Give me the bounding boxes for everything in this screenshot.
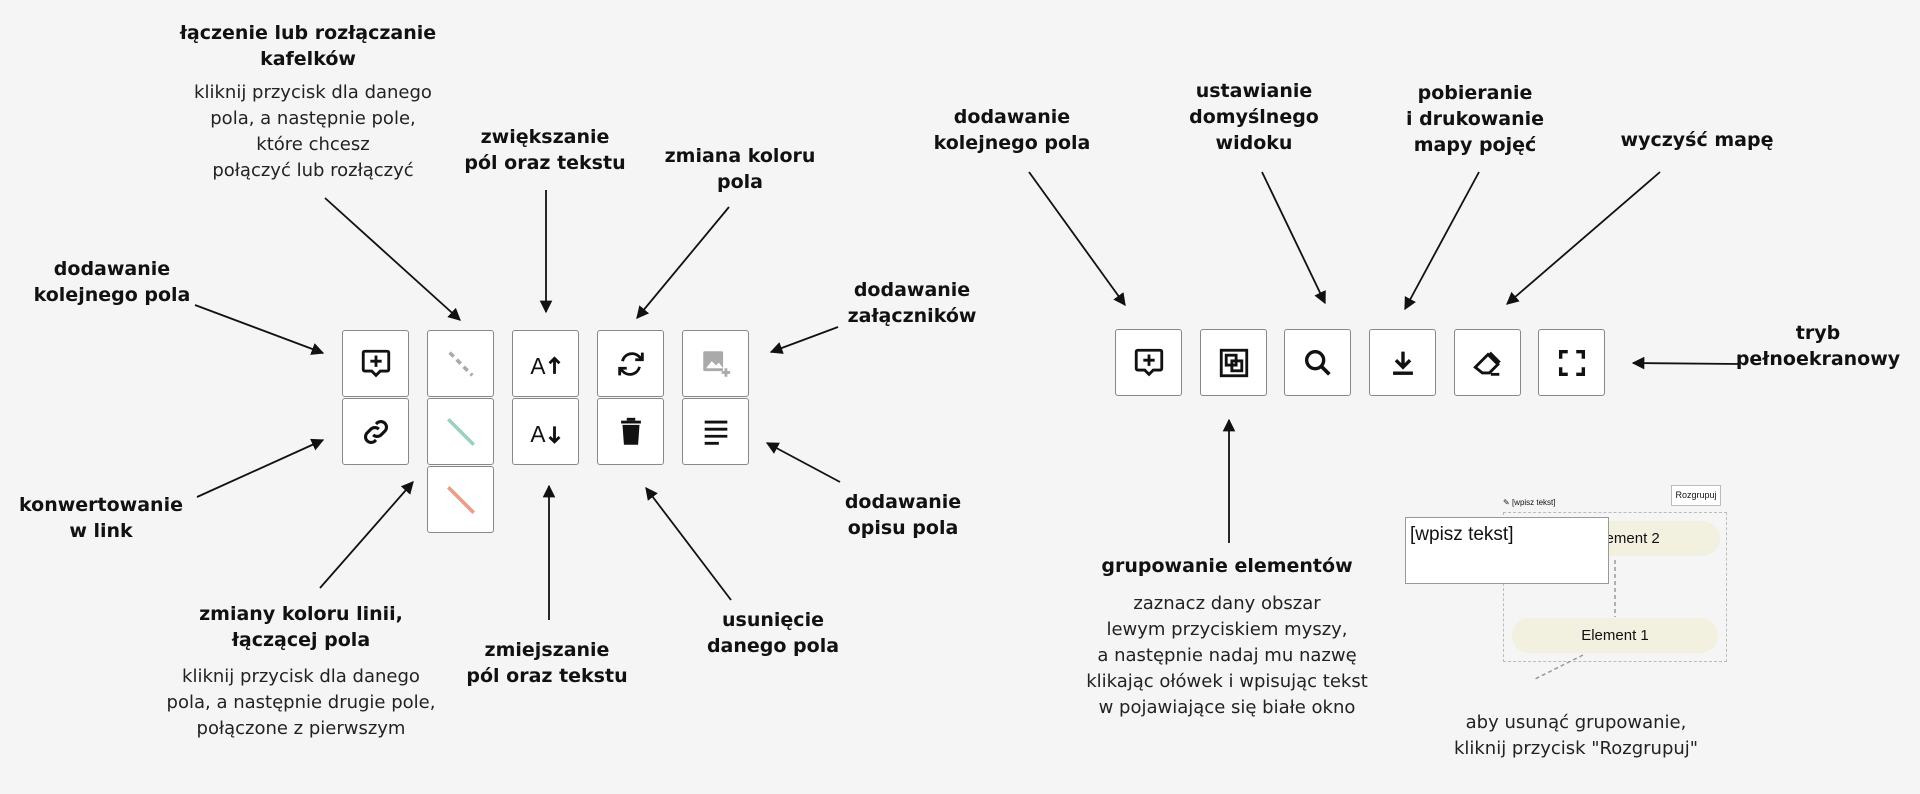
add-description-button[interactable]	[682, 398, 749, 465]
group-button[interactable]	[1200, 329, 1267, 396]
add-field-right-button[interactable]	[1115, 329, 1182, 396]
label-shrink: zmiejszanie pól oraz tekstu	[466, 639, 628, 687]
salmon-line-icon	[446, 485, 475, 514]
label-join-tiles: łączenie lub rozłączanie kafelków	[179, 22, 437, 70]
text-increase-icon: A	[530, 352, 560, 378]
fullscreen-button[interactable]	[1538, 329, 1605, 396]
desc-grouping: zaznacz dany obszar lewym przyciskiem my…	[1086, 593, 1368, 718]
add-field-button[interactable]	[342, 330, 409, 397]
fullscreen-icon	[1558, 349, 1585, 376]
text-lines-icon	[704, 420, 727, 445]
convert-link-button[interactable]	[342, 398, 409, 465]
group-area	[1503, 512, 1727, 662]
label-clear-map: wyczyść mapę	[1620, 129, 1774, 151]
label-color-change: zmiana koloru pola	[664, 145, 816, 193]
label-convert-link: konwertowanie w link	[19, 494, 183, 542]
group-name-label[interactable]: ✎ [wpisz tekst]	[1503, 498, 1556, 507]
label-fullscreen: tryb pełnoekranowy	[1735, 322, 1901, 370]
eraser-icon	[1472, 351, 1501, 376]
desc-join-tiles: kliknij przycisk dla danego pola, a nast…	[194, 82, 432, 181]
search-icon	[1304, 349, 1331, 376]
enlarge-button[interactable]: A	[512, 330, 579, 397]
add-attachment-button[interactable]	[682, 330, 749, 397]
text-decrease-icon: A	[530, 420, 560, 446]
label-default-view: ustawianie domyślnego widoku	[1189, 80, 1319, 154]
color-change-button[interactable]	[597, 330, 664, 397]
line-color-teal-button[interactable]	[427, 398, 494, 465]
line-color-salmon-button[interactable]	[427, 466, 494, 533]
element-1-node[interactable]: Element 1	[1512, 618, 1718, 653]
dashed-line-icon	[447, 350, 474, 377]
label-delete: usunięcie danego pola	[706, 609, 840, 657]
default-view-button[interactable]	[1284, 329, 1351, 396]
add-field-icon	[1134, 348, 1163, 376]
desc-line-color: kliknij przycisk dla danego pola, a nast…	[166, 666, 436, 739]
trash-icon	[620, 417, 641, 445]
clear-map-button[interactable]	[1454, 329, 1521, 396]
desc-ungroup: aby usunąć grupowanie, kliknij przycisk …	[1453, 712, 1699, 759]
group-icon	[1219, 348, 1248, 377]
join-tiles-button[interactable]	[427, 330, 494, 397]
label-grouping: grupowanie elementów	[1101, 555, 1353, 577]
svg-text:A: A	[530, 420, 546, 446]
add-image-icon	[702, 350, 730, 377]
label-enlarge: zwiększanie pól oraz tekstu	[464, 126, 626, 174]
svg-text:A: A	[530, 352, 546, 378]
download-button[interactable]	[1369, 329, 1436, 396]
group-name-textbox[interactable]: [wpisz tekst]	[1405, 517, 1609, 584]
teal-line-icon	[446, 417, 475, 446]
label-add-field-right: dodawanie kolejnego pola	[933, 106, 1091, 154]
add-field-icon	[361, 349, 390, 377]
link-icon	[363, 419, 388, 444]
label-description: dodawanie opisu pola	[844, 491, 962, 539]
label-attachments: dodawanie załączników	[847, 279, 977, 327]
label-add-field-left: dodawanie kolejnego pola	[33, 258, 191, 306]
color-swap-icon	[617, 351, 644, 376]
label-line-color: zmiany koloru linii, łączącej pola	[199, 603, 403, 651]
ungroup-button[interactable]: Rozgrupuj	[1671, 485, 1721, 506]
download-icon	[1392, 351, 1413, 375]
delete-button[interactable]	[597, 398, 664, 465]
shrink-button[interactable]: A	[512, 398, 579, 465]
label-download: pobieranie i drukowanie mapy pojęć	[1405, 82, 1545, 156]
